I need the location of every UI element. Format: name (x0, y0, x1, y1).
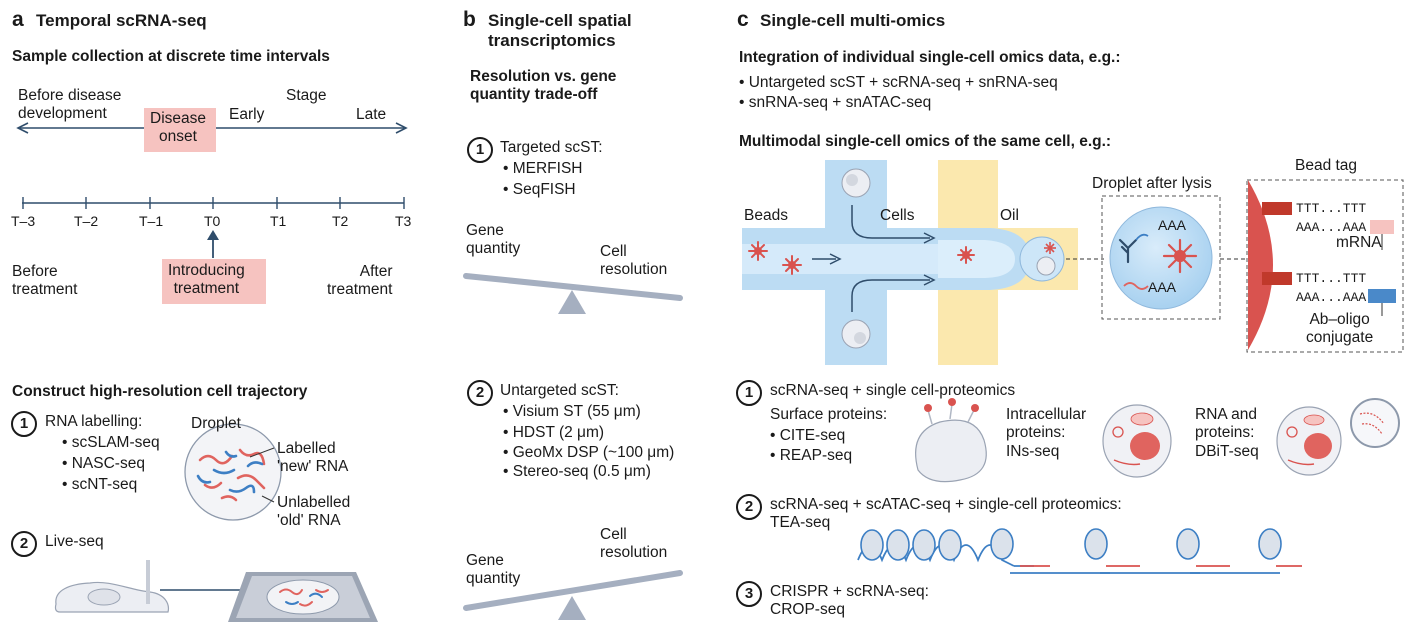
introducing-treatment-label: Introducing treatment (168, 262, 245, 298)
panel-c-letter: c (737, 8, 749, 31)
surface-protein-cell (915, 398, 987, 483)
tea-seq-label: scRNA-seq + scATAC-seq + single-cell pro… (770, 496, 1122, 532)
list-item: • Untargeted scST + scRNA-seq + snRNA-se… (739, 74, 1058, 91)
panel-a-title: Temporal scRNA-seq (36, 11, 207, 30)
mrna-label: mRNA (1336, 234, 1382, 251)
list-item: • Visium ST (55 μm) (503, 403, 641, 420)
tick-label: T–3 (11, 213, 36, 229)
multimodal-heading: Multimodal single-cell omics of the same… (739, 133, 1112, 150)
ab-oligo-label: Ab–oligo conjugate (1306, 311, 1374, 347)
seesaw-untargeted (463, 570, 683, 620)
gene-quantity-label-2: Gene quantity (466, 552, 521, 588)
tick-label: T–2 (74, 213, 99, 229)
aaa-label: AAA (1148, 279, 1177, 295)
polya-sequence: AAA...AAA (1296, 220, 1367, 235)
step-number-1: 1 (736, 380, 762, 406)
treatment-timeline (22, 197, 405, 258)
panel-a-letter: a (12, 8, 24, 31)
droplet-rna (184, 423, 282, 521)
encapsulated-droplet (1019, 236, 1104, 282)
aaa-label: AAA (1158, 217, 1187, 233)
trade-off-heading: Resolution vs. gene quantity trade-off (470, 68, 617, 104)
list-item: • MERFISH (503, 160, 583, 177)
oil-label: Oil (1000, 207, 1019, 224)
gene-quantity-label: Gene quantity (466, 222, 521, 258)
polyt-sequence: TTT...TTT (1296, 271, 1367, 286)
untargeted-scst-label: Untargeted scST: (500, 382, 619, 399)
labelled-rna-label: Labelled 'new' RNA (277, 440, 349, 476)
cells-label: Cells (880, 207, 915, 224)
panel-b-letter: b (463, 8, 476, 31)
bead-stars (748, 241, 975, 275)
list-item: • CITE-seq (770, 427, 846, 444)
intracellular-label: Intracellular proteins: INs-seq (1006, 406, 1087, 460)
panel-c-title: Single-cell multi-omics (760, 11, 946, 30)
polya-sequence: AAA...AAA (1296, 290, 1367, 305)
tick-label: T2 (332, 213, 349, 229)
step-number-2: 2 (736, 494, 762, 520)
list-item: • GeoMx DSP (~100 μm) (503, 444, 675, 461)
bead-tag-label: Bead tag (1295, 157, 1358, 174)
list-item: • REAP-seq (770, 447, 853, 464)
list-item: • SeqFISH (503, 181, 576, 198)
early-label: Early (229, 106, 265, 123)
cell-resolution-label-2: Cell resolution (600, 526, 668, 562)
list-item: • scSLAM-seq (62, 434, 160, 451)
surface-proteins-label: Surface proteins: (770, 406, 888, 423)
seesaw-targeted (463, 273, 683, 314)
after-treatment-label: After treatment (327, 263, 393, 299)
bead-tag-box (1246, 179, 1404, 353)
tick-label: T1 (270, 213, 287, 229)
lysis-box (1101, 195, 1246, 320)
tick-label: T3 (395, 213, 412, 229)
panel-b-title: Single-cell spatial transcriptomics (488, 11, 632, 51)
targeted-scst-label: Targeted scST: (500, 139, 603, 156)
introducing-treatment-box (162, 259, 266, 304)
rna-labelling-label: RNA labelling: (45, 413, 143, 430)
droplet-after-lysis-label: Droplet after lysis (1092, 175, 1212, 192)
polyt-sequence: TTT...TTT (1296, 201, 1367, 216)
step-number-2: 2 (467, 380, 493, 406)
list-item: • NASC-seq (62, 455, 145, 472)
tick-label: T0 (204, 213, 221, 229)
trajectory-heading: Construct high-resolution cell trajector… (12, 383, 308, 400)
live-seq-label: Live-seq (45, 533, 104, 550)
list-item: • HDST (2 μm) (503, 424, 605, 441)
live-seq-illustration (54, 560, 378, 622)
scrna-proteomics-label: scRNA-seq + single cell-proteomics (770, 382, 1016, 399)
list-item: • snRNA-seq + snATAC-seq (739, 94, 932, 111)
disease-onset-label: Disease onset (150, 110, 206, 146)
integration-heading: Integration of individual single-cell om… (739, 49, 1121, 66)
rna-protein-cell (1276, 398, 1400, 476)
list-item: • Stereo-seq (0.5 μm) (503, 463, 651, 480)
late-label: Late (356, 106, 387, 123)
droplet-label: Droplet (191, 415, 241, 432)
chromatin-fibre (857, 528, 1302, 574)
step-number-1: 1 (11, 411, 37, 437)
step-number-2: 2 (11, 531, 37, 557)
step-number-3: 3 (736, 581, 762, 607)
step-number-1: 1 (467, 137, 493, 163)
crop-seq-label: CRISPR + scRNA-seq: CROP-seq (770, 583, 929, 619)
beads-label: Beads (744, 207, 788, 224)
disease-onset-box (144, 108, 216, 152)
sample-collection-heading: Sample collection at discrete time inter… (12, 48, 330, 65)
intracellular-cell (1102, 404, 1172, 478)
cell-resolution-label: Cell resolution (600, 243, 668, 279)
before-treatment-label: Before treatment (12, 263, 78, 299)
unlabelled-rna-label: Unlabelled 'old' RNA (277, 494, 351, 530)
tick-label: T–1 (139, 213, 164, 229)
rna-proteins-label: RNA and proteins: DBiT-seq (1195, 406, 1259, 460)
stage-label: Stage (286, 87, 327, 104)
before-disease-label: Before disease development (18, 87, 122, 123)
list-item: • scNT-seq (62, 476, 138, 493)
